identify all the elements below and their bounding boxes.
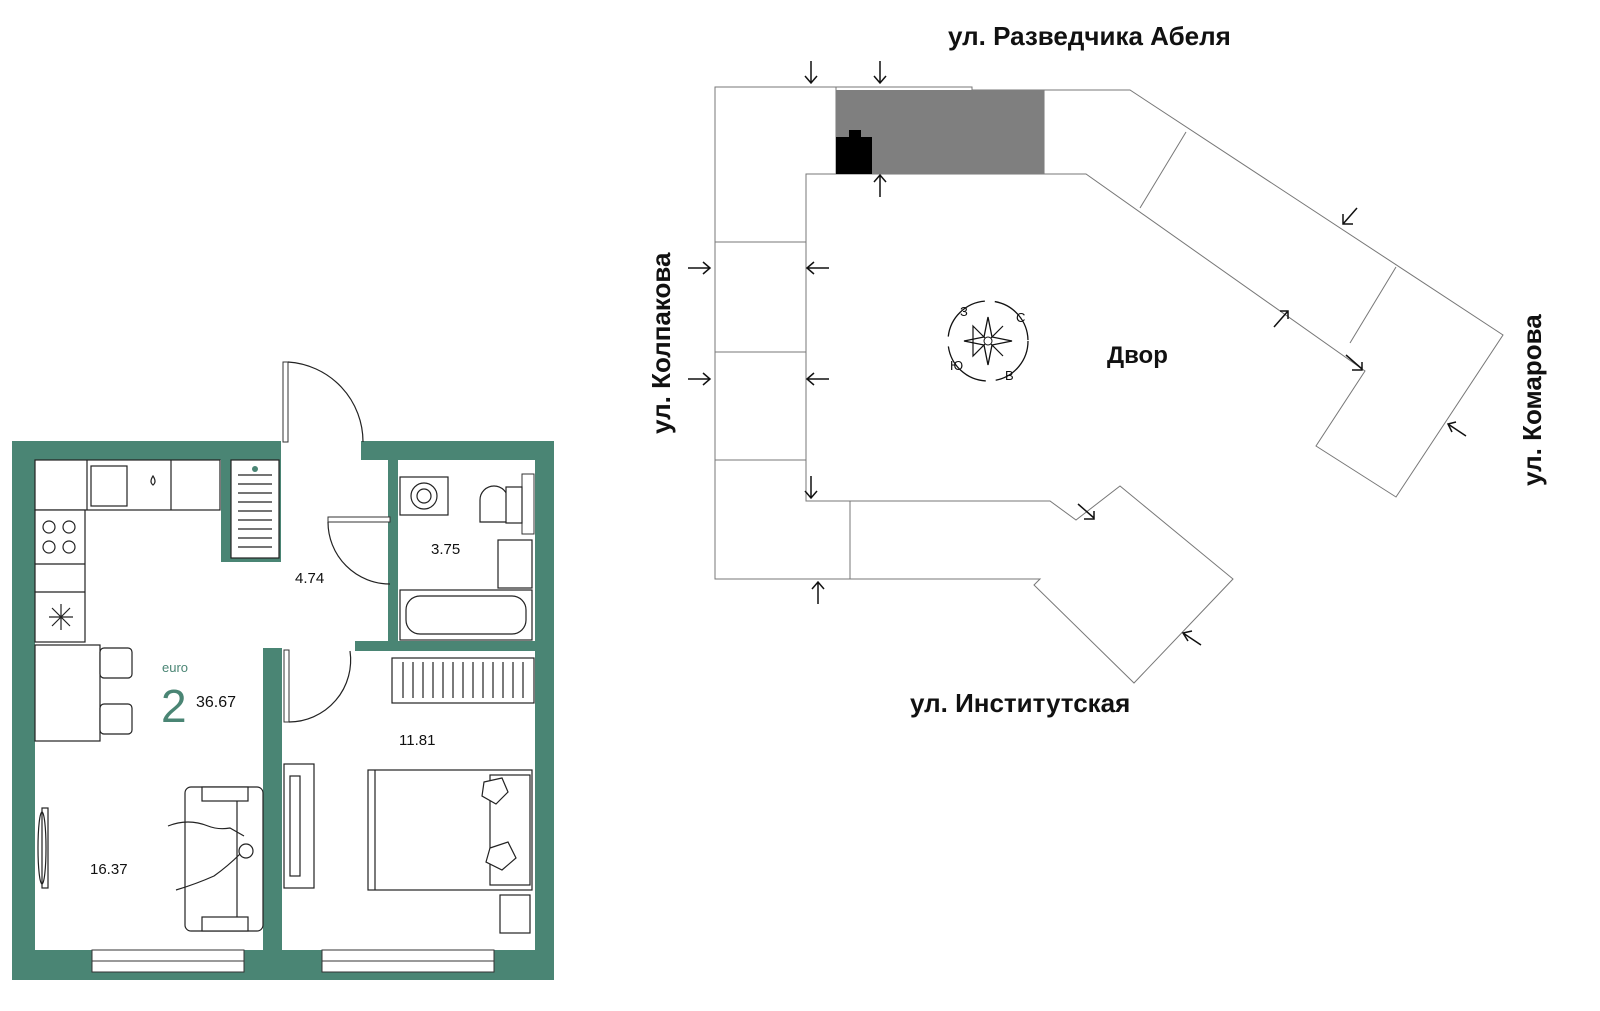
compass-west: З (960, 304, 968, 319)
hall-area: 4.74 (295, 570, 324, 587)
hall-wardrobe (230, 459, 280, 559)
street-west: ул. Колпакова (646, 252, 676, 434)
street-south: ул. Институтская (910, 688, 1130, 718)
bedroom-area: 11.81 (399, 732, 435, 749)
bathroom-area: 3.75 (431, 541, 460, 558)
compass-rose: С В Ю З (947, 300, 1029, 383)
apartment-location-marker (836, 137, 872, 174)
entrance-door (282, 361, 364, 443)
street-north: ул. Разведчика Абеля (948, 21, 1231, 51)
building-outlines (714, 86, 1504, 684)
compass-east: В (1005, 368, 1014, 383)
apartment-type-prefix: euro (162, 660, 188, 675)
room-count: 2 (161, 680, 187, 732)
courtyard-label: Двор (1107, 342, 1168, 369)
bedroom-furniture (283, 657, 535, 934)
compass-south: Ю (950, 358, 963, 373)
street-east: ул. Комарова (1517, 314, 1547, 486)
living-room-furniture (37, 786, 264, 932)
apartment-plan: 4.74 3.75 11.81 16.37 euro 2 36.67 (12, 361, 554, 980)
compass-north: С (1016, 310, 1025, 325)
total-area: 36.67 (196, 694, 236, 711)
bedroom-door (283, 649, 352, 723)
entrance-arrows (688, 61, 1467, 646)
bathroom-door (327, 516, 391, 585)
kitchen-furniture (34, 459, 221, 742)
site-plan: С В Ю З Двор ул. Разведчика Абеля ул. Ин… (646, 21, 1547, 718)
living-room-area: 16.37 (90, 861, 128, 878)
windows (91, 473, 535, 973)
bathroom-fixtures (399, 476, 533, 641)
